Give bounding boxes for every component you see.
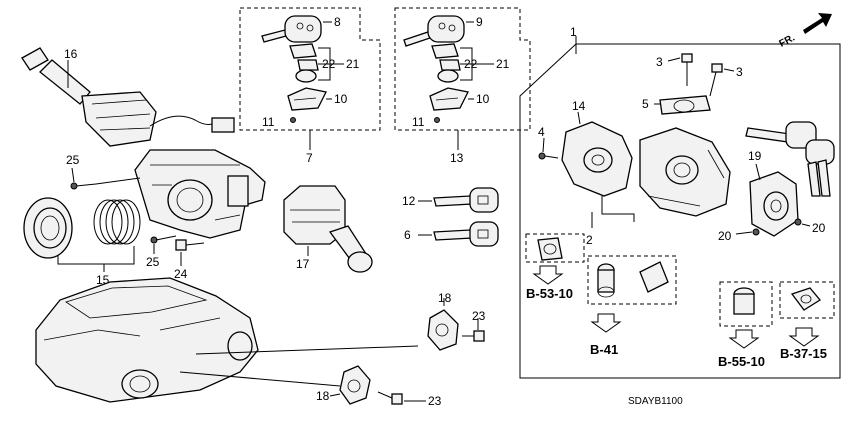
lock-subpart-b55 xyxy=(733,287,755,315)
screw-11-left xyxy=(290,117,296,123)
callout-19: 19 xyxy=(748,149,762,163)
callout-16: 16 xyxy=(64,47,78,61)
ignition-assembly-frame xyxy=(519,43,841,379)
vehicle-silhouette xyxy=(35,277,259,403)
callout-10-right: 10 xyxy=(476,92,490,106)
screw-11-right xyxy=(434,117,440,123)
reference-down-arrow-icon xyxy=(728,329,760,349)
callout-22-left: 22 xyxy=(322,57,336,71)
lock-subpart-b41 xyxy=(597,261,669,298)
callout-18-lower: 18 xyxy=(316,389,330,403)
reference-down-arrow-icon xyxy=(590,313,622,333)
callout-14: 14 xyxy=(572,99,586,113)
cable-reel-assembly xyxy=(23,197,141,259)
remote-key-8 xyxy=(261,15,322,43)
callout-8: 8 xyxy=(334,15,341,29)
callout-25-upper: 25 xyxy=(66,153,80,167)
blank-key-12 xyxy=(433,187,499,213)
callout-13: 13 xyxy=(450,151,464,165)
callout-1: 1 xyxy=(570,25,577,39)
switch-body-assembly xyxy=(134,149,266,239)
screw-25-lower xyxy=(150,235,177,244)
transponder-key-6 xyxy=(433,221,499,247)
lock-subpart-frame-b55 xyxy=(719,281,773,327)
callout-2: 2 xyxy=(586,233,593,247)
callout-3-right: 3 xyxy=(736,65,743,79)
diagram-code: SDAYB1100 xyxy=(628,396,683,407)
reference-b55-10: B-55-10 xyxy=(718,354,765,369)
callout-7: 7 xyxy=(306,151,313,165)
callout-11-left: 11 xyxy=(262,115,275,129)
steering-lock-housing-14 xyxy=(561,121,633,197)
ignition-keys xyxy=(745,121,835,197)
remote-kit-7-frame xyxy=(239,7,381,131)
front-direction-arrow-icon xyxy=(803,13,832,34)
bracket-5 xyxy=(659,95,711,115)
reference-b41: B-41 xyxy=(590,342,618,357)
callout-20-right: 20 xyxy=(812,221,826,235)
screw-20-right xyxy=(794,218,802,226)
callout-18-upper: 18 xyxy=(438,291,452,305)
reference-b37-15: B-37-15 xyxy=(780,346,827,361)
callout-21-left: 21 xyxy=(346,57,360,71)
callout-22-right: 22 xyxy=(464,57,478,71)
screw-20-left xyxy=(752,228,760,236)
lock-subpart-frame-b53 xyxy=(525,233,585,263)
callout-21-right: 21 xyxy=(496,57,510,71)
combination-switch-stalk xyxy=(21,47,235,147)
screw-4 xyxy=(538,152,559,160)
remote-key-9 xyxy=(403,15,465,47)
callout-17: 17 xyxy=(296,257,310,271)
lock-subpart-frame-b37 xyxy=(779,281,835,319)
bolt-3-left xyxy=(681,53,693,86)
lock-subpart-frame-b41 xyxy=(587,255,677,305)
callout-25-lower: 25 xyxy=(146,255,160,269)
callout-10-left: 10 xyxy=(334,92,348,106)
callout-12: 12 xyxy=(402,194,416,208)
remote-housing-parts-13 xyxy=(429,43,469,111)
callout-6: 6 xyxy=(404,228,411,242)
callout-5: 5 xyxy=(642,97,649,111)
bolt-23-lower xyxy=(377,391,403,405)
remote-housing-parts-7 xyxy=(287,43,327,111)
reference-down-arrow-icon xyxy=(788,327,820,347)
reference-down-arrow-icon xyxy=(532,265,564,285)
callout-23-upper: 23 xyxy=(472,309,486,323)
ignition-switch-body xyxy=(639,127,731,217)
screw-25-upper xyxy=(70,177,141,190)
remote-kit-13-frame xyxy=(394,7,531,131)
reference-b53-10: B-53-10 xyxy=(526,286,573,301)
lock-subpart-b53 xyxy=(537,237,563,261)
door-lock-cylinder-lower xyxy=(339,365,371,405)
callout-20-left: 20 xyxy=(718,229,732,243)
callout-4: 4 xyxy=(538,125,545,139)
bolt-3-right xyxy=(709,63,723,97)
screw-24 xyxy=(175,239,205,251)
callout-24: 24 xyxy=(174,267,188,281)
callout-11-right: 11 xyxy=(412,115,425,129)
lock-subpart-b37 xyxy=(790,287,821,311)
wiper-switch xyxy=(283,185,373,273)
bolt-23-upper xyxy=(462,330,485,342)
callout-3-left: 3 xyxy=(656,55,663,69)
callout-23-lower: 23 xyxy=(428,394,442,408)
direction-label: FR. xyxy=(778,32,798,49)
callout-9: 9 xyxy=(476,15,483,29)
key-cylinder-19 xyxy=(749,171,799,237)
door-lock-cylinder-upper xyxy=(427,309,459,351)
